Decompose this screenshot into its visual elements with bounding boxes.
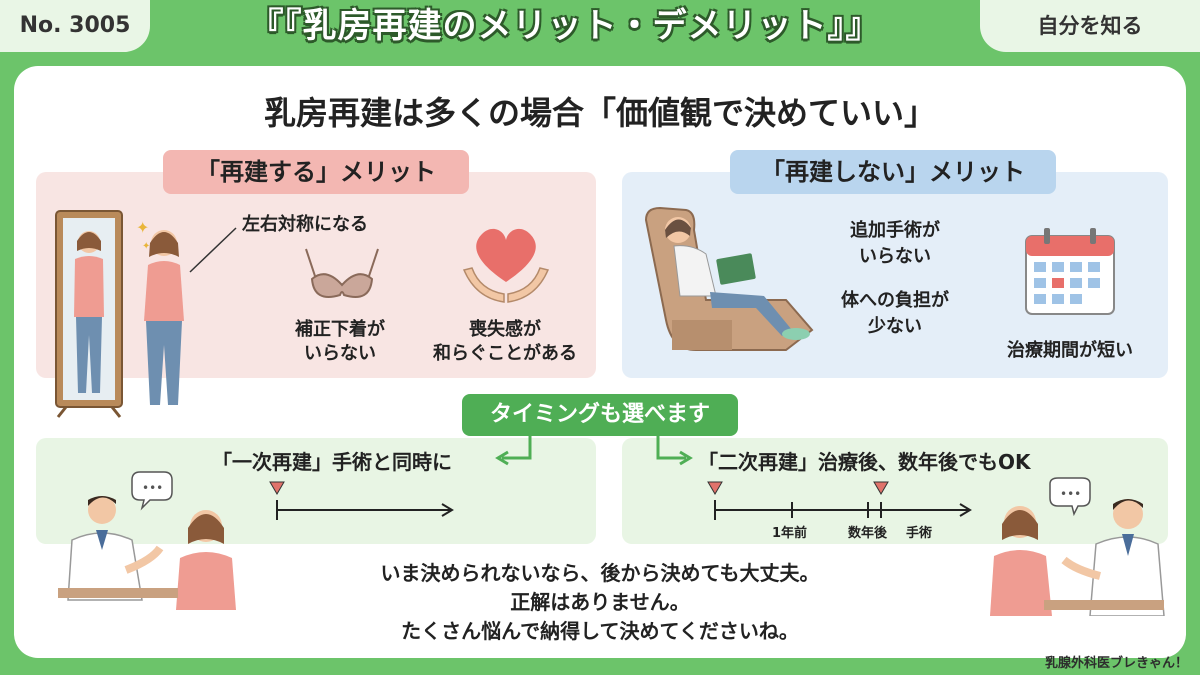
author-credit: 乳腺外科医ブレきゃん！ [1044, 656, 1188, 671]
merit-no-surgery-line1: 追加手術が [850, 220, 940, 241]
merit-underwear: 補正下着が いらない [270, 318, 410, 366]
bra-icon [305, 248, 379, 298]
tick-label-1: 1年前 [772, 526, 808, 541]
closing-message: いま決められないなら、後から決めても大丈夫。 正解はありません。 たくさん悩んで… [0, 559, 1200, 646]
primary-reconstruction-text: 「一次再建」手術と同時に [212, 450, 452, 474]
merit-symmetry: 左右対称になる [242, 214, 368, 235]
tick-label-2: 数年後 [848, 526, 888, 541]
heart-hands-icon [462, 228, 550, 303]
merit-loss-line1: 喪失感が [469, 319, 541, 340]
svg-text:✦: ✦ [142, 241, 150, 252]
svg-text:✦: ✦ [136, 218, 149, 237]
headline: 乳房再建は多くの場合「価値観で決めていい」 [263, 94, 936, 132]
svg-text:•••: ••• [142, 481, 163, 495]
calendar-icon [1025, 228, 1115, 315]
closing-line-3: たくさん悩んで納得して決めてくださいね。 [401, 619, 799, 643]
mirror-woman-illustration: ✦ ✦ [55, 210, 184, 418]
doctor-patient-right-illustration: ••• [990, 477, 1165, 616]
merit-less-burden-line2: 少ない [868, 316, 922, 337]
timing-label: タイミングも選べます [462, 394, 738, 436]
merit-underwear-line2: いらない [304, 343, 376, 364]
pointer-line [189, 227, 237, 273]
merit-loss: 喪失感が 和らぐことがある [420, 318, 590, 366]
secondary-reconstruction-text: 「二次再建」治療後、数年後でもOK [698, 450, 1031, 474]
secondary-timeline [707, 481, 972, 520]
page-title: 『『乳房再建のメリット・デメリット』』 [249, 6, 881, 46]
merit-no-surgery-line2: いらない [859, 246, 931, 267]
primary-timeline [269, 481, 454, 520]
timing-arrows [495, 436, 693, 466]
tick-label-3: 手術 [906, 526, 933, 541]
doctor-patient-left-illustration: ••• [58, 471, 236, 610]
surgery-start-marker [707, 481, 723, 495]
issue-number: No. 3005 [0, 0, 150, 52]
merit-less-burden: 体への負担が 少ない [820, 288, 970, 340]
closing-line-1: いま決められないなら、後から決めても大丈夫。 [380, 561, 820, 585]
merit-less-burden-line1: 体への負担が [841, 290, 949, 311]
svg-text:•••: ••• [1060, 487, 1081, 501]
category-tag: 自分を知る [980, 0, 1200, 52]
reconstruct-merits-label: 「再建する」メリット [163, 150, 469, 194]
reconstruction-marker [873, 481, 889, 495]
reclining-woman-illustration [644, 206, 814, 351]
no-reconstruct-merits-label: 「再建しない」メリット [730, 150, 1056, 194]
primary-surgery-marker [269, 481, 285, 495]
merit-no-surgery: 追加手術が いらない [820, 218, 970, 270]
merit-short-period: 治療期間が短い [1007, 340, 1133, 361]
merit-underwear-line1: 補正下着が [295, 319, 385, 340]
merit-loss-line2: 和らぐことがある [433, 343, 577, 364]
closing-line-2: 正解はありません。 [510, 590, 690, 614]
